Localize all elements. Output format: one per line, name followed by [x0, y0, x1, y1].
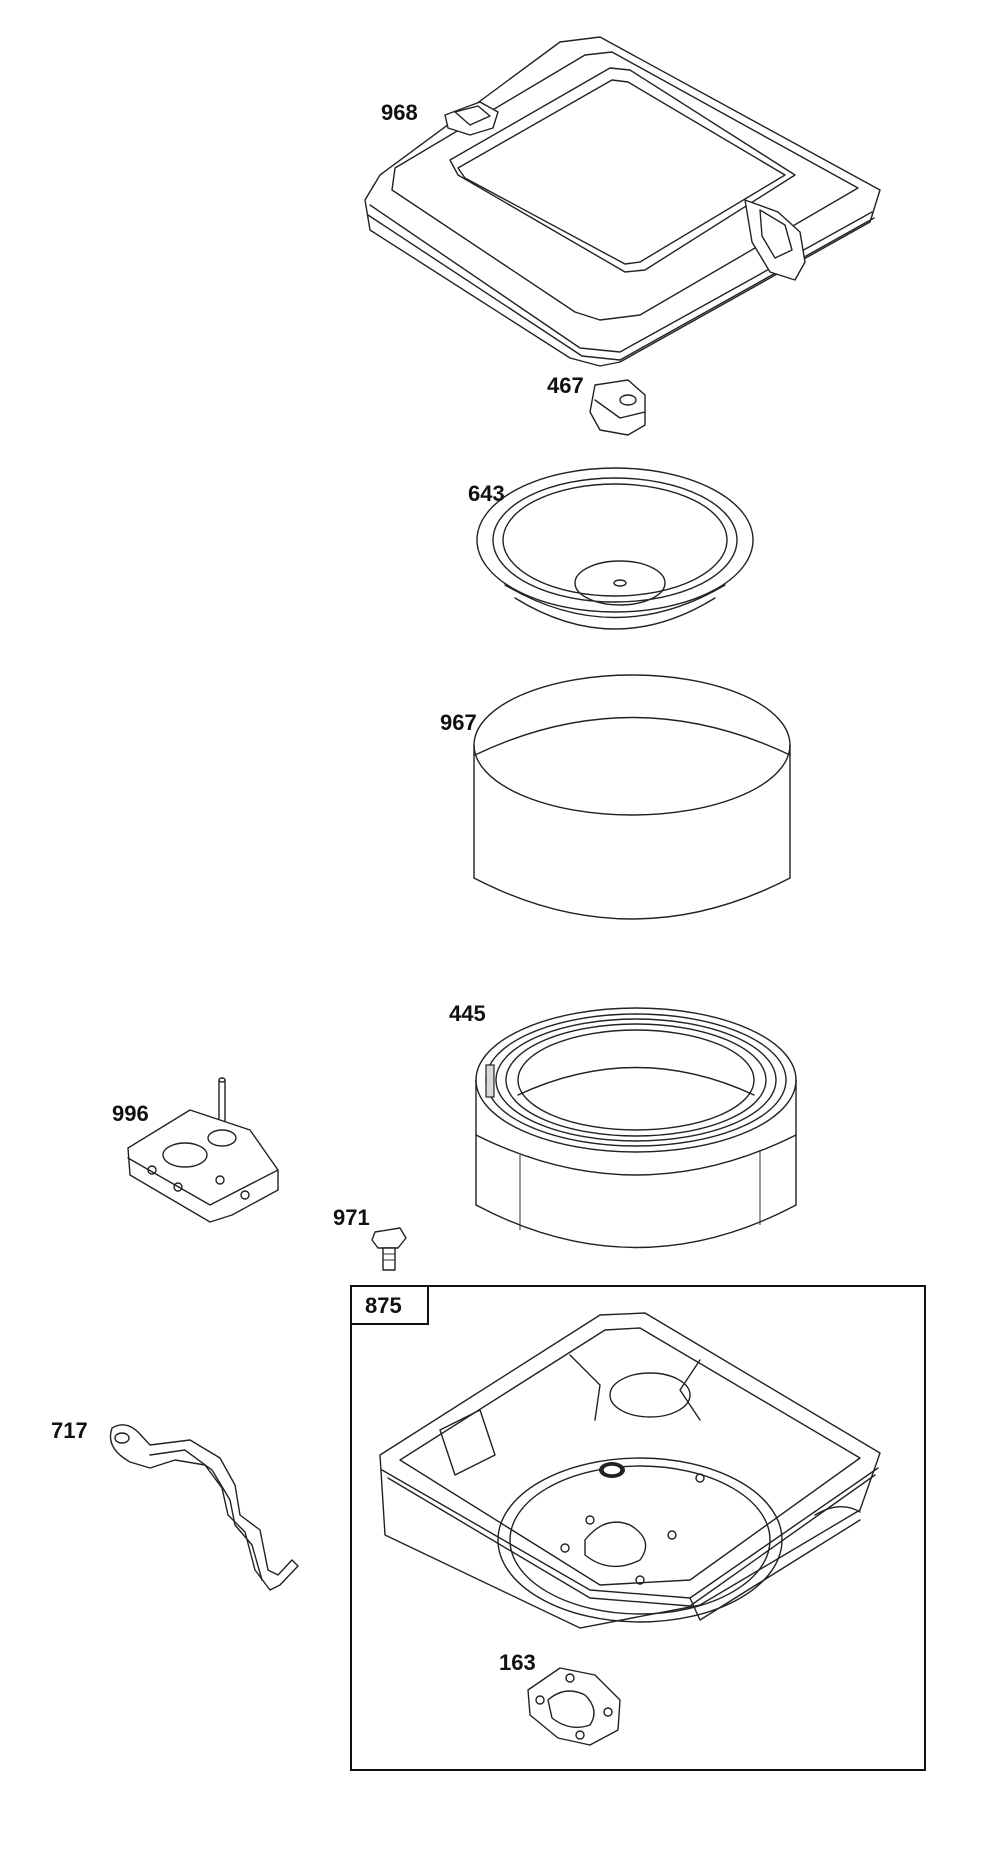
part-label-968: 968	[381, 100, 418, 125]
air-filter-drawing	[475, 1007, 797, 1249]
screw-drawing	[371, 1227, 407, 1271]
part-label-967: 967	[440, 710, 477, 735]
filter-cup-drawing	[476, 467, 754, 630]
part-label-717: 717	[51, 1418, 88, 1443]
part-label-467: 467	[547, 373, 584, 398]
assembly-875-frame	[350, 1285, 926, 1771]
part-label-445: 445	[449, 1001, 486, 1026]
part-label-643: 643	[468, 481, 505, 506]
part-label-996: 996	[112, 1101, 149, 1126]
assembly-875-label-box	[350, 1285, 429, 1325]
bracket-717-drawing	[109, 1424, 299, 1591]
air-cleaner-base-drawing	[379, 1312, 881, 1629]
part-label-163: 163	[499, 1650, 536, 1675]
gasket-drawing	[527, 1667, 621, 1746]
pre-cleaner-drawing	[473, 674, 791, 920]
knob-drawing	[589, 379, 646, 436]
breather-bracket-drawing	[127, 1077, 279, 1223]
air-cleaner-cover-drawing	[364, 36, 881, 367]
part-label-875: 875	[365, 1293, 402, 1318]
part-label-971: 971	[333, 1205, 370, 1230]
